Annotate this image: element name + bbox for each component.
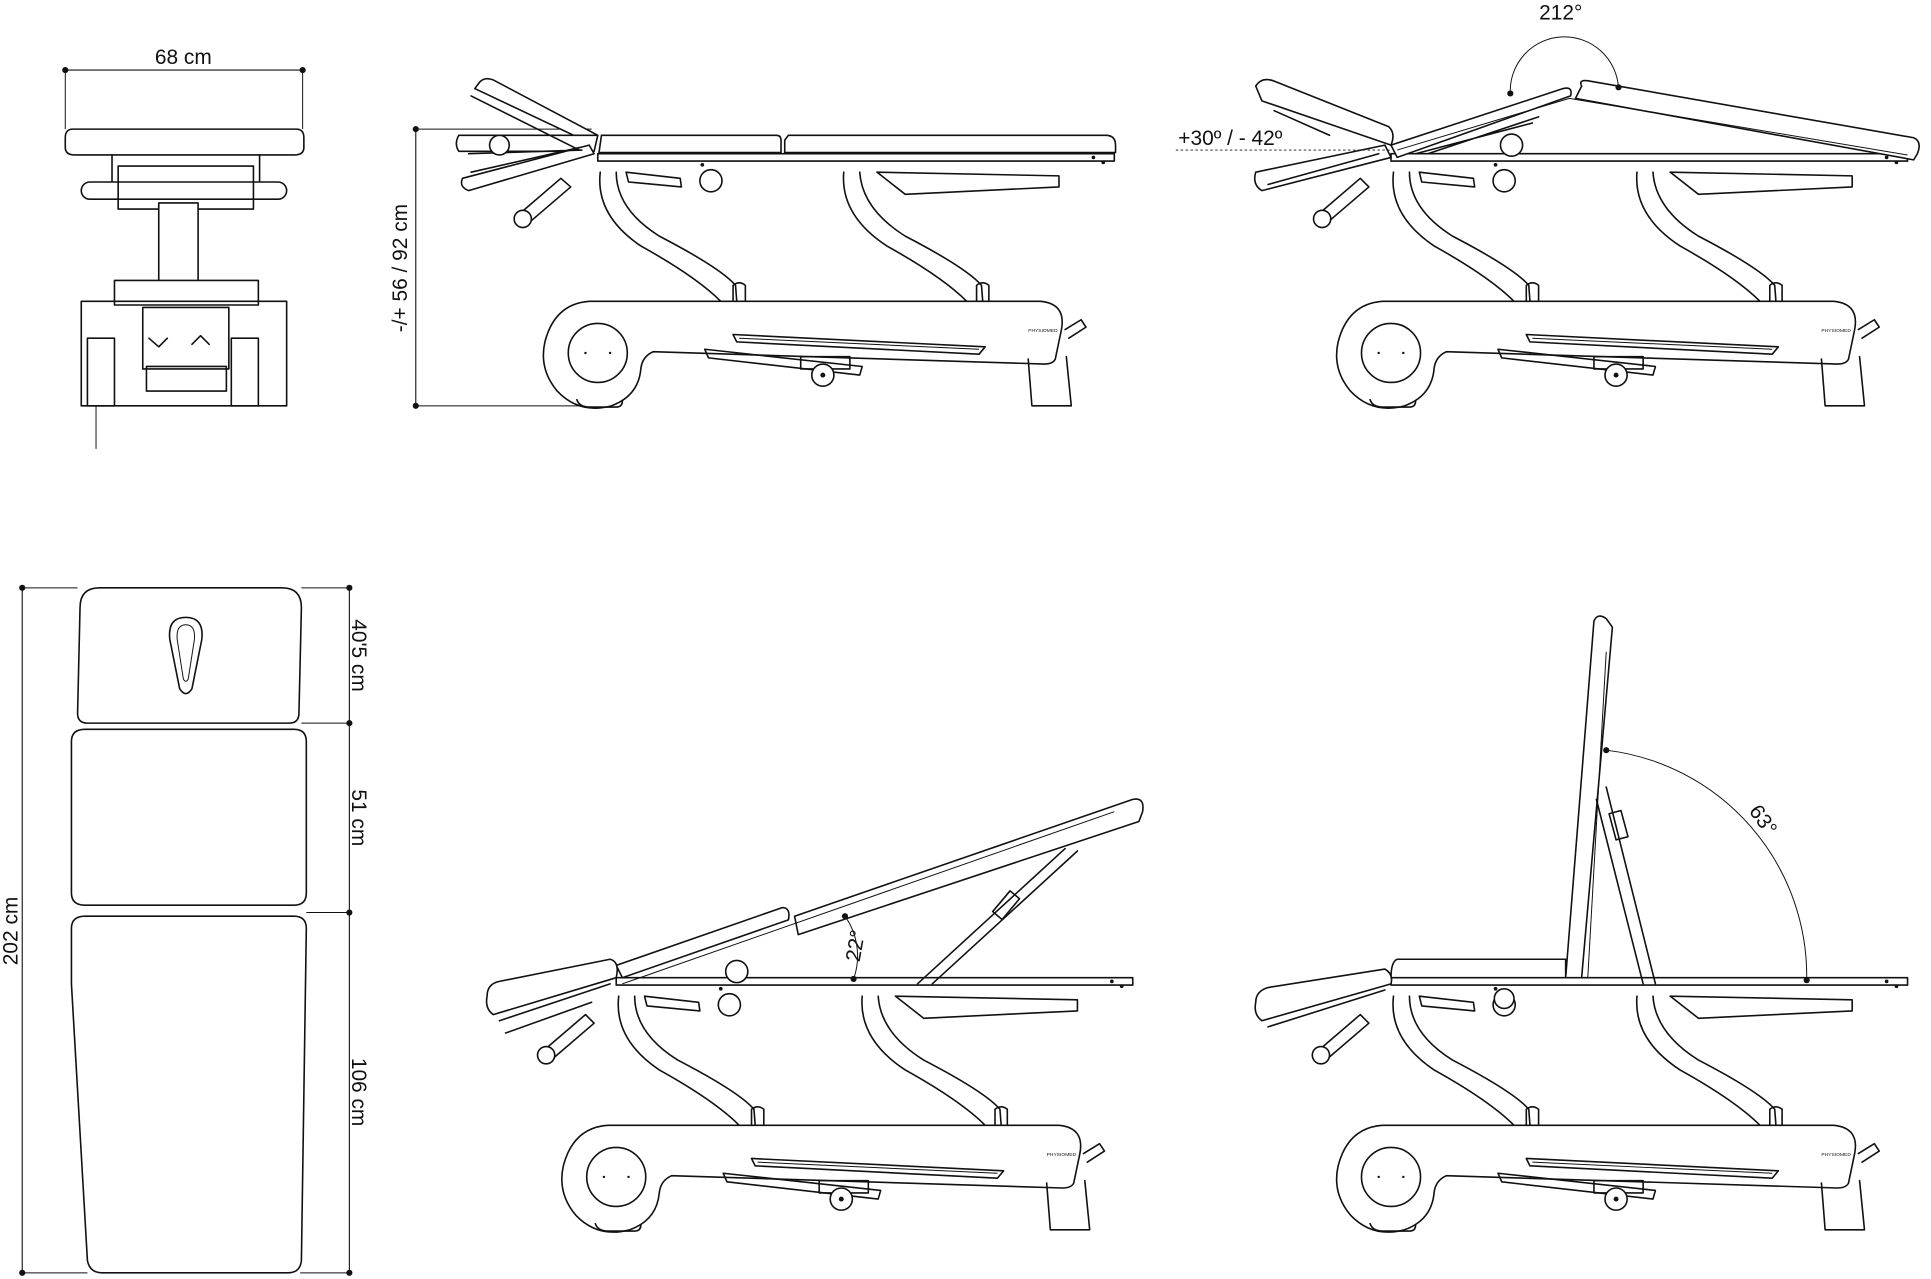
side-view-upright: 63° [1254,615,1909,1233]
middle-length-label: 51 cm [347,789,370,846]
tilt-angle-label: 212° [1539,2,1582,25]
lower-length-label: 106 cm [347,1058,370,1127]
upright-angle-label: 63° [1744,801,1781,840]
head-angle-label: +30º / - 42º [1178,127,1282,150]
front-width-label: 68 cm [155,46,212,69]
front-view: 68 cm [62,46,306,449]
top-view: 202 cm 40'5 cm 51 cm 106 cm [0,584,370,1276]
side-view-recline: 22° [485,798,1144,1233]
height-range-label: -/+ 56 / 92 cm [389,204,412,332]
head-length-label: 40'5 cm [347,619,370,691]
side-view-tilt: +30º / - 42º 212° [1175,2,1920,409]
recline-angle-label: 22° [842,928,870,963]
total-length-label: 202 cm [0,897,22,966]
side-view-height: -/+ 56 / 92 cm [389,77,1117,409]
